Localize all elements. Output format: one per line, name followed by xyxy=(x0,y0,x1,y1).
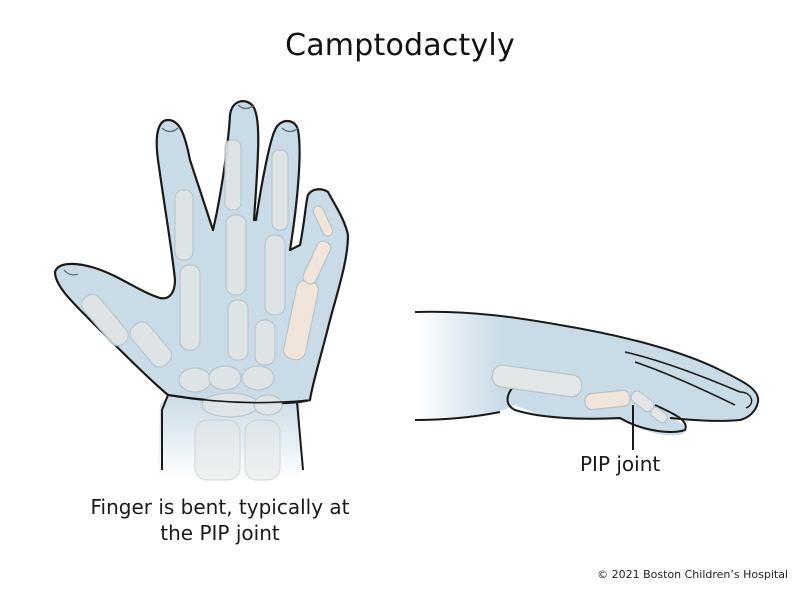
diagram-title: Camptodactyly xyxy=(285,28,515,63)
caption-line-2: the PIP joint xyxy=(160,521,280,545)
pip-joint-label: PIP joint xyxy=(580,452,661,476)
front-view-hand xyxy=(53,100,350,481)
front-view-caption: Finger is bent, typically at the PIP joi… xyxy=(60,494,380,546)
side-view-hand xyxy=(414,310,760,450)
caption-line-1: Finger is bent, typically at xyxy=(90,495,350,519)
copyright-notice: © 2021 Boston Children’s Hospital xyxy=(597,568,788,581)
